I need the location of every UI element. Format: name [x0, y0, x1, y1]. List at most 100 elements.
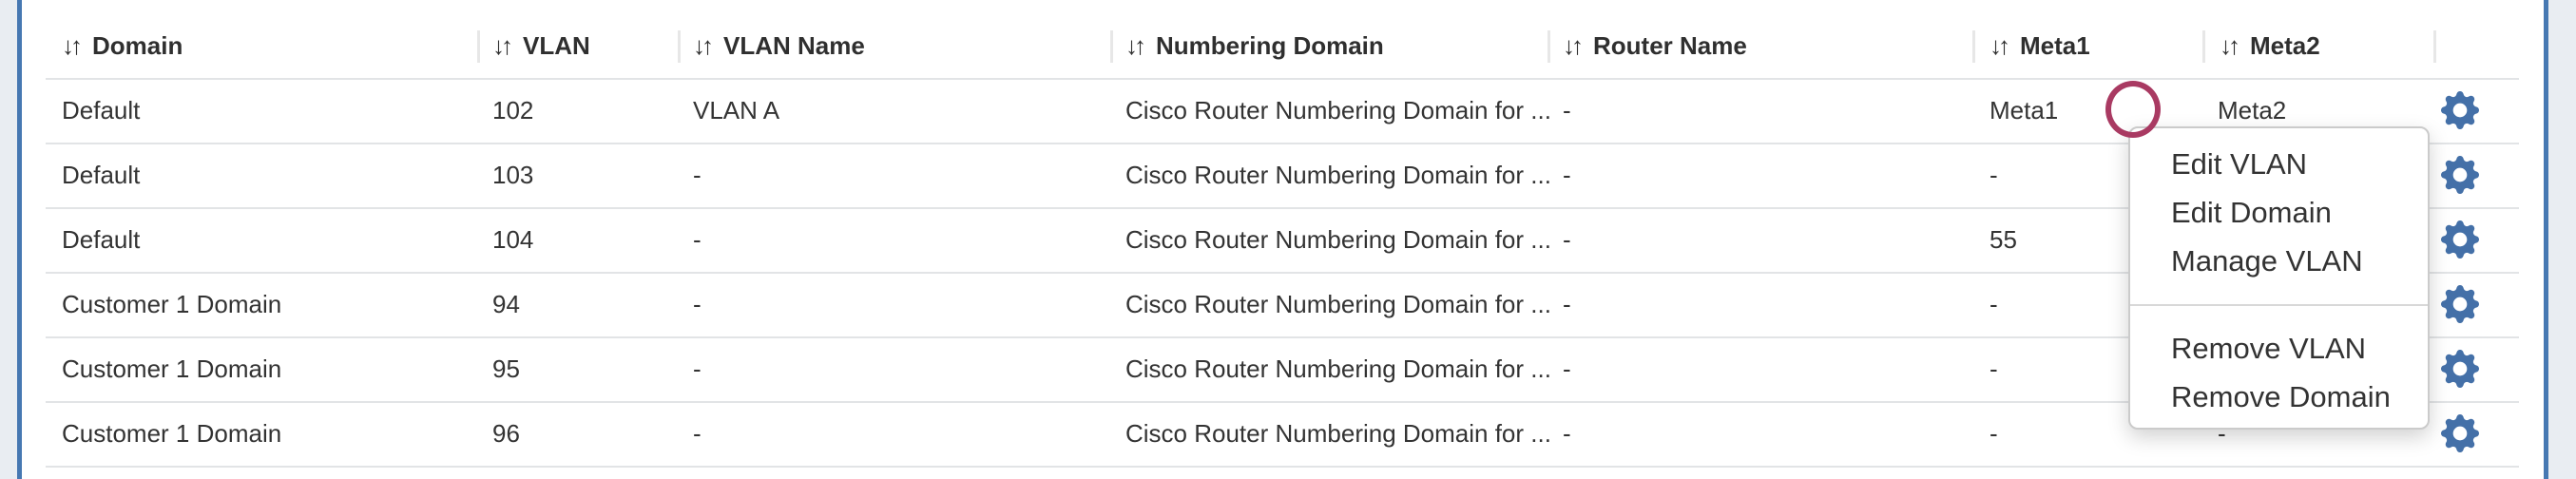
column-label: VLAN — [523, 31, 590, 60]
menu-divider — [2130, 304, 2428, 306]
cell-vlan-name: - — [693, 419, 702, 448]
cell-vlan-name: - — [693, 290, 702, 318]
left-panel-border — [17, 0, 22, 479]
sort-icon: ↓↑ — [1990, 31, 2010, 60]
table-row: Customer 1 Domain 95 - Cisco Router Numb… — [0, 336, 2576, 401]
cell-meta2: Meta2 — [2218, 96, 2287, 125]
cell-vlan-name: - — [693, 161, 702, 189]
column-label: Domain — [92, 31, 183, 60]
cell-domain: Default — [62, 161, 141, 189]
gear-icon — [2439, 91, 2481, 129]
cell-router-name: - — [1563, 354, 1571, 383]
table-row: Customer 1 Domain 96 - Cisco Router Numb… — [0, 401, 2576, 466]
header-divider — [46, 78, 2519, 80]
column-label: Numbering Domain — [1156, 31, 1384, 60]
cell-numbering-domain: Cisco Router Numbering Domain for ... — [1125, 354, 1551, 383]
cell-domain: Default — [62, 225, 141, 254]
column-header-vlan-name[interactable]: ↓↑ VLAN Name — [693, 13, 865, 78]
cell-numbering-domain: Cisco Router Numbering Domain for ... — [1125, 290, 1551, 318]
row-divider — [46, 401, 2519, 403]
column-label: Meta2 — [2250, 31, 2320, 60]
gear-icon — [2439, 285, 2481, 323]
circle-annotation — [2105, 81, 2161, 138]
cell-router-name: - — [1563, 419, 1571, 448]
cell-domain: Customer 1 Domain — [62, 290, 282, 318]
cell-vlan: 102 — [492, 96, 534, 125]
cell-router-name: - — [1563, 96, 1571, 125]
column-header-domain[interactable]: ↓↑ Domain — [62, 13, 183, 78]
cell-vlan-name: VLAN A — [693, 96, 780, 125]
cell-domain: Customer 1 Domain — [62, 354, 282, 383]
row-context-menu: Edit VLAN Edit Domain Manage VLAN Remove… — [2128, 126, 2430, 430]
row-actions-button[interactable] — [2439, 154, 2481, 196]
header-separator — [2202, 30, 2205, 63]
sort-icon: ↓↑ — [62, 31, 83, 60]
header-separator — [1548, 30, 1550, 63]
cell-domain: Customer 1 Domain — [62, 419, 282, 448]
cell-numbering-domain: Cisco Router Numbering Domain for ... — [1125, 419, 1551, 448]
row-actions-button[interactable] — [2439, 412, 2481, 454]
gear-icon — [2439, 414, 2481, 452]
menu-item-edit-domain[interactable]: Edit Domain — [2171, 196, 2332, 229]
cell-meta2: - — [2218, 419, 2226, 448]
right-panel-border — [2544, 0, 2548, 479]
cell-vlan: 96 — [492, 419, 520, 448]
header-separator — [678, 30, 681, 63]
cell-numbering-domain: Cisco Router Numbering Domain for ... — [1125, 225, 1551, 254]
header-separator — [1972, 30, 1975, 63]
row-divider — [46, 466, 2519, 468]
gear-icon — [2439, 350, 2481, 388]
cell-vlan: 95 — [492, 354, 520, 383]
menu-item-remove-vlan[interactable]: Remove VLAN — [2171, 332, 2367, 365]
column-header-meta2[interactable]: ↓↑ Meta2 — [2220, 13, 2320, 78]
row-divider — [46, 272, 2519, 274]
cell-meta1: 55 — [1990, 225, 2017, 254]
header-separator — [477, 30, 480, 63]
cell-domain: Default — [62, 96, 141, 125]
cell-vlan: 94 — [492, 290, 520, 318]
cell-vlan: 103 — [492, 161, 534, 189]
cell-meta1: Meta1 — [1990, 96, 2059, 125]
cell-meta1: - — [1990, 354, 1998, 383]
column-label: Router Name — [1593, 31, 1747, 60]
table-row: Default 102 VLAN A Cisco Router Numberin… — [0, 78, 2576, 143]
column-header-vlan[interactable]: ↓↑ VLAN — [492, 13, 590, 78]
cell-vlan-name: - — [693, 225, 702, 254]
cell-numbering-domain: Cisco Router Numbering Domain for ... — [1125, 161, 1551, 189]
sort-icon: ↓↑ — [492, 31, 513, 60]
cell-router-name: - — [1563, 290, 1571, 318]
gear-icon — [2439, 156, 2481, 194]
column-label: VLAN Name — [723, 31, 865, 60]
menu-item-manage-vlan[interactable]: Manage VLAN — [2171, 244, 2363, 278]
menu-item-edit-vlan[interactable]: Edit VLAN — [2171, 147, 2308, 181]
column-header-router-name[interactable]: ↓↑Router Name — [1563, 13, 1747, 78]
header-separator — [1110, 30, 1113, 63]
row-actions-button[interactable] — [2439, 348, 2481, 390]
column-header-numbering-domain[interactable]: ↓↑Numbering Domain — [1125, 13, 1384, 78]
row-actions-button[interactable] — [2439, 219, 2481, 260]
header-separator — [2433, 30, 2436, 63]
table-header: ↓↑Domain ↓↑VLAN ↓↑VLAN Name ↓↑Numbering … — [0, 0, 2576, 78]
sort-icon: ↓↑ — [2220, 31, 2240, 60]
right-page-gutter — [2548, 0, 2576, 479]
cell-numbering-domain: Cisco Router Numbering Domain for ... — [1125, 96, 1551, 125]
left-page-gutter — [0, 0, 17, 479]
column-label: Meta1 — [2020, 31, 2090, 60]
cell-router-name: - — [1563, 225, 1571, 254]
row-divider — [46, 143, 2519, 144]
sort-icon: ↓↑ — [693, 31, 714, 60]
row-divider — [46, 336, 2519, 338]
row-actions-button[interactable] — [2439, 283, 2481, 325]
table-row: Default 104 - Cisco Router Numbering Dom… — [0, 207, 2576, 272]
table-row: Customer 1 Domain 94 - Cisco Router Numb… — [0, 272, 2576, 336]
cell-vlan: 104 — [492, 225, 534, 254]
table-row: Default 103 - Cisco Router Numbering Dom… — [0, 143, 2576, 207]
cell-meta1: - — [1990, 419, 1998, 448]
cell-vlan-name: - — [693, 354, 702, 383]
row-actions-button[interactable] — [2439, 89, 2481, 131]
menu-item-remove-domain[interactable]: Remove Domain — [2171, 380, 2391, 413]
row-divider — [46, 207, 2519, 209]
column-header-meta1[interactable]: ↓↑ Meta1 — [1990, 13, 2090, 78]
cell-router-name: - — [1563, 161, 1571, 189]
